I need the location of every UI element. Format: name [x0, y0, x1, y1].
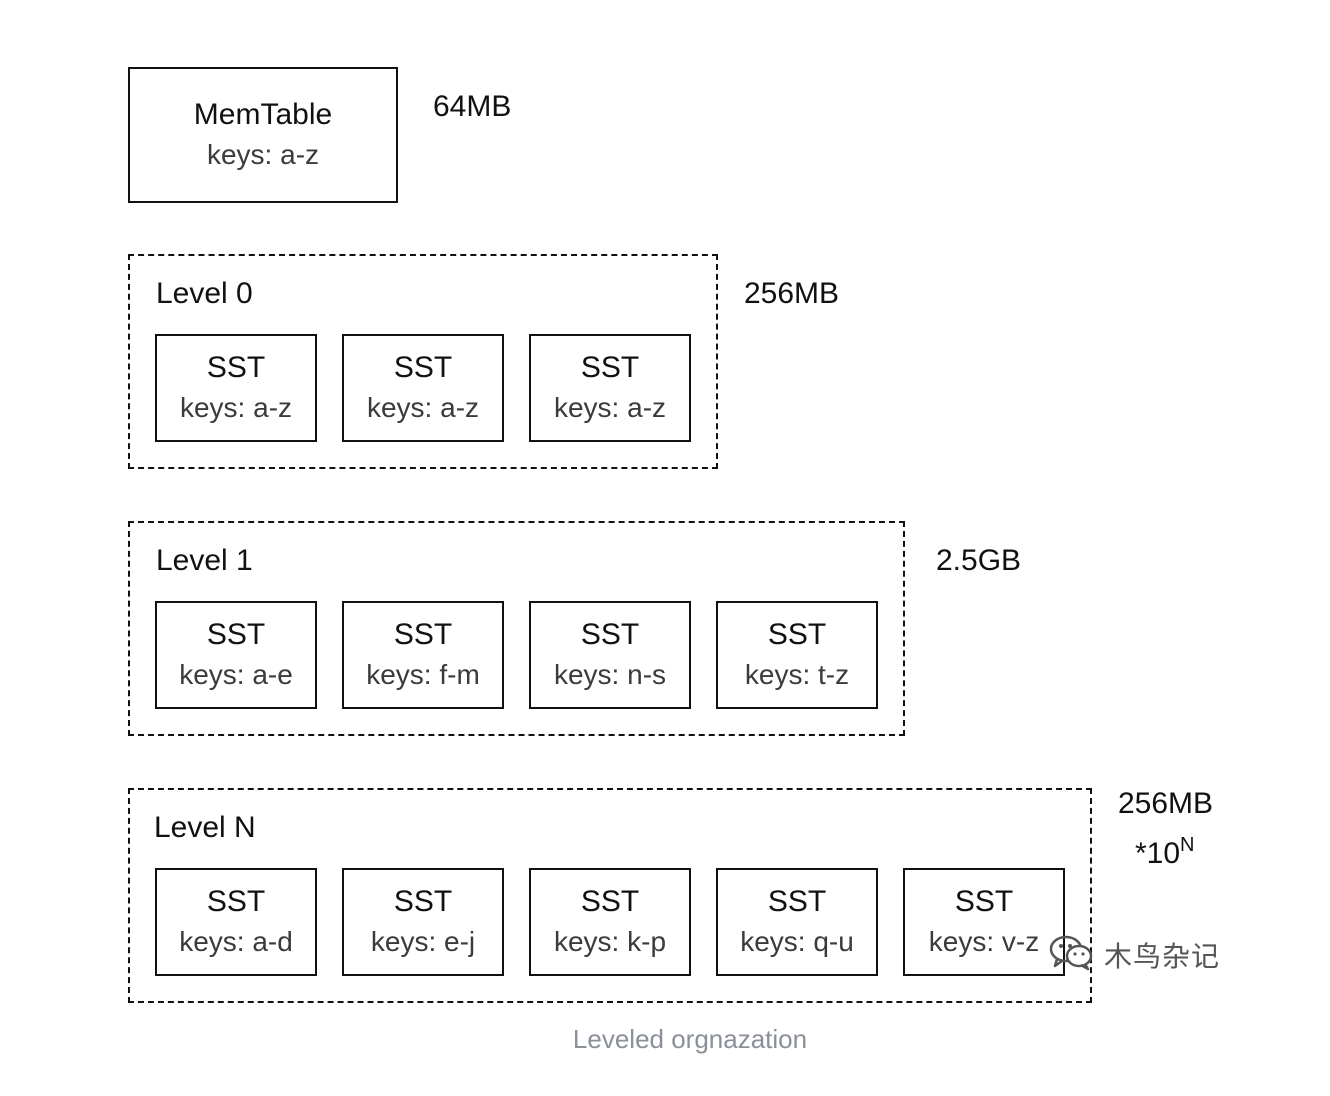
sst-title: SST: [580, 618, 640, 651]
sst-keys: keys: t-z: [744, 659, 850, 690]
sst-title: SST: [393, 351, 453, 384]
sst-title: SST: [393, 618, 453, 651]
sst-keys: keys: e-j: [370, 926, 476, 957]
sst-title: SST: [767, 885, 827, 918]
sst-box: SST keys: a-z: [529, 334, 691, 442]
multiplier-base: *10: [1135, 837, 1181, 870]
level-0-size: 256MB: [744, 277, 840, 310]
sst-box: SST keys: n-s: [529, 601, 691, 709]
memtable-keys: keys: a-z: [206, 139, 320, 170]
level-1-label: Level 1: [156, 544, 253, 577]
level-1-size: 2.5GB: [936, 544, 1022, 577]
watermark: 木鸟杂记: [1048, 932, 1220, 977]
memtable-size: 64MB: [433, 90, 512, 123]
sst-box: SST keys: q-u: [716, 868, 878, 976]
sst-title: SST: [206, 351, 266, 384]
level-0-label: Level 0: [156, 277, 253, 310]
watermark-text: 木鸟杂记: [1104, 939, 1221, 973]
sst-title: SST: [206, 885, 266, 918]
sst-box: SST keys: a-d: [155, 868, 317, 976]
sst-box: SST keys: a-z: [155, 334, 317, 442]
sst-title: SST: [206, 618, 266, 651]
sst-title: SST: [580, 885, 640, 918]
sst-keys: keys: k-p: [553, 926, 667, 957]
level-1-container: [128, 521, 905, 736]
sst-keys: keys: a-z: [366, 392, 480, 423]
wechat-icon: [1048, 932, 1096, 977]
memtable-title: MemTable: [193, 98, 333, 131]
sst-box: SST keys: a-z: [342, 334, 504, 442]
figure-caption: Leveled orgnazation: [572, 1024, 808, 1054]
multiplier-exponent: N: [1180, 834, 1195, 856]
level-n-size-multiplier: *10N: [1135, 834, 1195, 872]
level-n-label: Level N: [154, 811, 256, 844]
sst-title: SST: [954, 885, 1014, 918]
sst-keys: keys: q-u: [740, 926, 854, 957]
level-n-container: [128, 788, 1092, 1003]
level-0-container: [128, 254, 718, 469]
sst-title: SST: [767, 618, 827, 651]
sst-keys: keys: n-s: [553, 659, 667, 690]
sst-keys: keys: a-z: [553, 392, 667, 423]
sst-box: SST keys: t-z: [716, 601, 878, 709]
sst-box: SST keys: k-p: [529, 868, 691, 976]
sst-box: SST keys: v-z: [903, 868, 1065, 976]
sst-keys: keys: a-z: [179, 392, 293, 423]
sst-keys: keys: a-e: [179, 659, 293, 690]
sst-title: SST: [580, 351, 640, 384]
sst-keys: keys: a-d: [179, 926, 293, 957]
memtable-box: MemTable keys: a-z: [128, 67, 398, 203]
sst-keys: keys: f-m: [366, 659, 480, 690]
sst-title: SST: [393, 885, 453, 918]
sst-box: SST keys: f-m: [342, 601, 504, 709]
sst-box: SST keys: a-e: [155, 601, 317, 709]
level-n-size: 256MB: [1118, 787, 1214, 820]
sst-keys: keys: v-z: [928, 926, 1040, 957]
sst-box: SST keys: e-j: [342, 868, 504, 976]
